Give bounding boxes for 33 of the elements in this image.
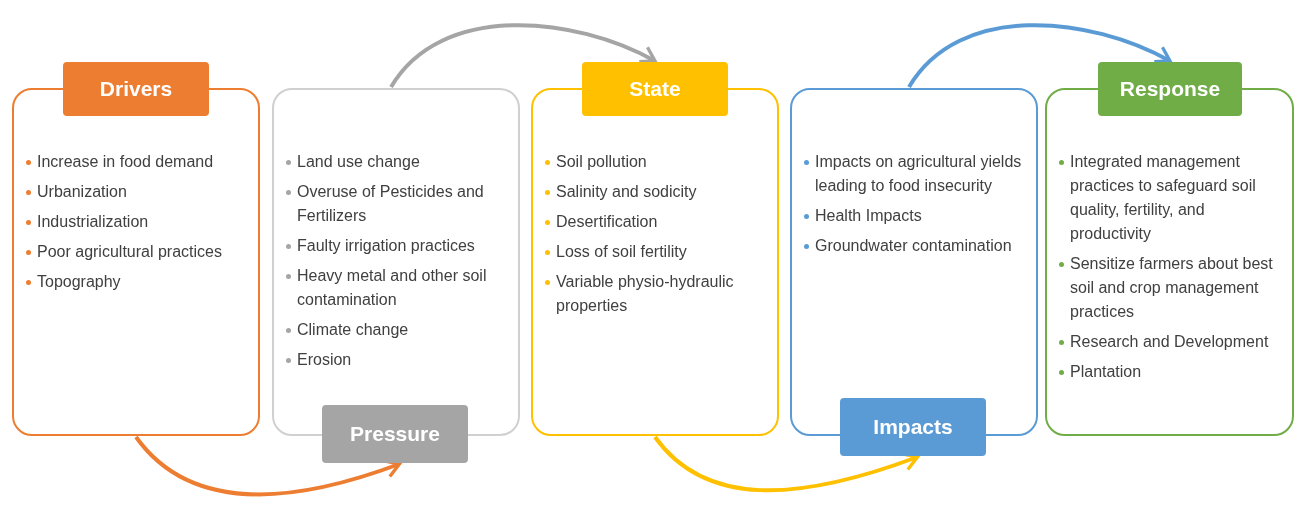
list-item: Desertification xyxy=(556,212,658,232)
list-item: Climate change xyxy=(297,320,409,340)
list-item: Poor agricultural practices xyxy=(37,242,222,262)
list-item: Salinity and sodicity xyxy=(556,182,697,202)
list-item: Loss of soil fertility xyxy=(556,242,687,262)
card-panel xyxy=(790,88,1038,436)
list-item: Faulty irrigation practices xyxy=(297,236,475,256)
list-item: Urbanization xyxy=(37,182,127,202)
list-item: Plantation xyxy=(1070,362,1142,382)
curved-arrow xyxy=(907,23,1172,89)
list-item: Industrialization xyxy=(37,212,149,232)
title-tab: Pressure xyxy=(322,405,468,463)
list-item: Erosion xyxy=(297,350,352,370)
list-item: Sensitize farmers about best soil and crop management practices xyxy=(1070,254,1274,322)
list-item: Integrated management practices to safeguard soil quality, fertility, and productivity xyxy=(1070,152,1257,244)
list-item: Land use change xyxy=(297,152,420,172)
list-item: Soil pollution xyxy=(556,152,647,172)
title-tab: State xyxy=(582,62,728,116)
curved-arrow xyxy=(389,23,657,89)
list-item: Increase in food demand xyxy=(37,152,214,172)
title-tab: Response xyxy=(1098,62,1242,116)
list-item: Variable physio-hydraulic properties xyxy=(556,272,735,316)
list-item: Groundwater contamination xyxy=(815,236,1012,256)
list-item: Topography xyxy=(37,272,121,292)
curved-arrow xyxy=(134,435,402,497)
list-item: Research and Development xyxy=(1070,332,1269,352)
list-item: Impacts on agricultural yields leading to food insecurity xyxy=(815,152,1023,196)
list-item: Health Impacts xyxy=(815,206,922,226)
title-tab: Drivers xyxy=(63,62,209,116)
title-tab: Impacts xyxy=(840,398,986,456)
list-item: Overuse of Pesticides and Fertilizers xyxy=(297,182,485,226)
curved-arrow xyxy=(653,435,920,493)
list-item: Heavy metal and other soil contamination xyxy=(297,266,488,310)
